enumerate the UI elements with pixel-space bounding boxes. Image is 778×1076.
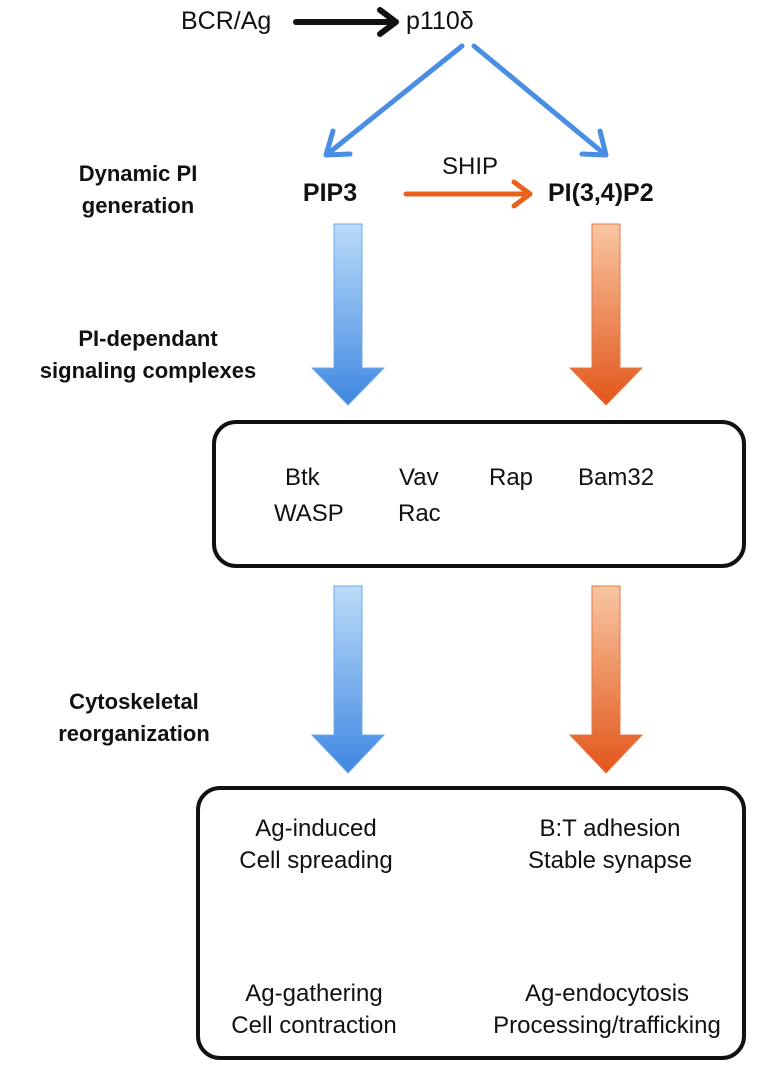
node-p110-delta: p110δ: [406, 7, 474, 35]
complex-wasp: WASP: [274, 500, 344, 527]
arrow-p110-to-pi34p2: [471, 43, 609, 158]
outcome-line: Stable synapse: [527, 847, 693, 874]
arrow-bcr-to-p110: [293, 7, 399, 37]
outcome-cell-contraction: Ag-gathering Cell contraction: [231, 978, 396, 1042]
outcome-endocytosis: Ag-endocytosis Processing/trafficking: [493, 978, 721, 1042]
side-label-line: Cytoskeletal: [69, 689, 199, 714]
outcome-line: Cell contraction: [231, 1012, 397, 1039]
outcome-line: Ag-endocytosis: [524, 980, 690, 1007]
side-label-cytoskeletal-reorganization: Cytoskeletal reorganization: [58, 686, 210, 750]
complex-vav: Vav: [399, 464, 439, 491]
node-pip3: PIP3: [302, 179, 358, 207]
block-arrow-blue-1: [310, 223, 386, 406]
side-label-line: generation: [81, 193, 195, 218]
side-label-line: signaling complexes: [39, 358, 257, 383]
outcome-stable-synapse: B:T adhesion Stable synapse: [528, 813, 692, 877]
complex-rac: Rac: [398, 500, 441, 527]
outcome-line: B:T adhesion: [539, 815, 681, 842]
node-pi34p2: PI(3,4)P2: [548, 179, 654, 207]
side-label-signaling-complexes: PI-dependant signaling complexes: [40, 323, 256, 387]
outcome-line: Cell spreading: [239, 847, 393, 874]
complex-rap: Rap: [489, 464, 534, 491]
complex-btk: Btk: [285, 464, 320, 491]
signaling-complexes-box: [212, 420, 746, 568]
side-label-dynamic-pi-generation: Dynamic PI generation: [79, 158, 198, 222]
block-arrow-blue-2: [310, 585, 386, 774]
side-label-line: reorganization: [58, 721, 210, 746]
cytoskeletal-outcomes-box: [196, 786, 746, 1060]
block-arrow-orange-2: [568, 585, 644, 774]
arrow-p110-to-pip3: [323, 43, 465, 158]
block-arrow-orange-1: [568, 223, 644, 406]
label-ship: SHIP: [441, 153, 499, 180]
complex-bam32: Bam32: [578, 464, 655, 491]
outcome-line: Ag-gathering: [245, 980, 383, 1007]
node-bcr-ag: BCR/Ag: [181, 7, 272, 35]
side-label-line: PI-dependant: [78, 326, 218, 351]
side-label-line: Dynamic PI: [78, 161, 198, 186]
outcome-cell-spreading: Ag-induced Cell spreading: [239, 813, 392, 877]
arrow-ship: [403, 179, 533, 209]
outcome-line: Processing/trafficking: [493, 1012, 721, 1039]
outcome-line: Ag-induced: [255, 815, 377, 842]
